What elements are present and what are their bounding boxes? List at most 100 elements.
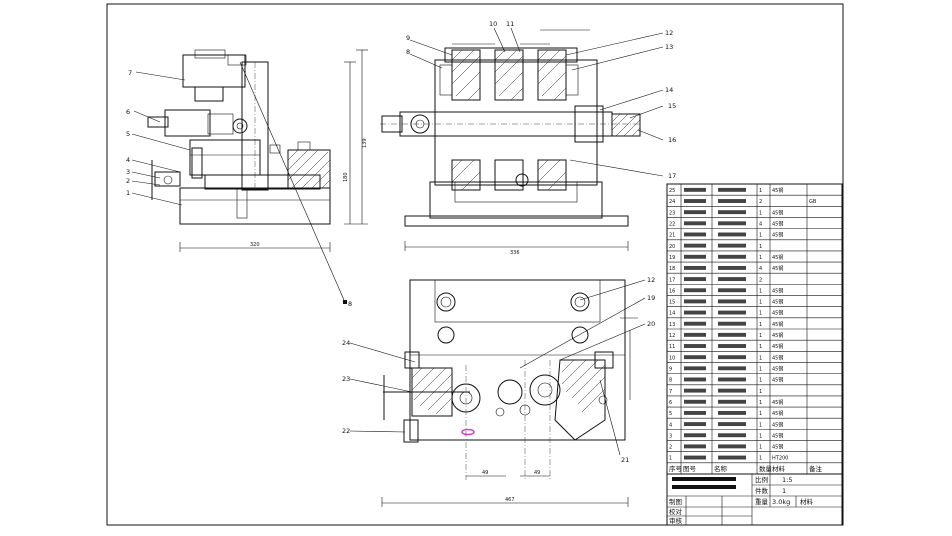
bom-cell: 3 xyxy=(669,433,672,439)
bom-cell: 1 xyxy=(759,244,762,250)
callout-24: 24 xyxy=(342,339,350,347)
bom-header-cell: 备注 xyxy=(809,464,823,473)
plan-view: 49 49 467 xyxy=(381,279,638,507)
bom-part-name xyxy=(718,455,746,460)
bom-cell: 1 xyxy=(759,333,762,339)
bom-part-name xyxy=(718,265,746,270)
bom-part-name xyxy=(718,221,746,226)
callout-11: 11 xyxy=(506,20,514,28)
bom-cell: 1 xyxy=(759,445,762,451)
bom-drawing-no xyxy=(684,444,706,449)
weight-value: 3.0kg xyxy=(772,498,790,506)
callout-3: 3 xyxy=(126,168,130,176)
bom-header-cell: 名称 xyxy=(714,464,728,473)
bom-part-name xyxy=(718,187,746,192)
bom-drawing-no xyxy=(684,422,706,427)
bom-cell: 1 xyxy=(759,422,762,428)
bom-cell: 45钢 xyxy=(772,343,783,350)
callout-13: 13 xyxy=(665,43,673,51)
bom-cell: 13 xyxy=(669,322,675,328)
bom-part-name xyxy=(718,344,746,348)
bom-cell: 45钢 xyxy=(772,299,783,306)
side-view: 320 180 139 xyxy=(147,49,368,252)
front-view: 336 xyxy=(380,29,641,256)
check-label: 校对 xyxy=(669,507,683,516)
bom-drawing-no xyxy=(684,399,706,404)
callout-19: 19 xyxy=(647,294,655,302)
bom-drawing-no xyxy=(684,366,706,371)
bom-cell: 1 xyxy=(759,400,762,406)
bom-cell: 1 xyxy=(759,233,762,239)
bom-cell: 45钢 xyxy=(772,432,783,439)
bom-cell: HT200 xyxy=(772,456,788,462)
bom-cell: 5 xyxy=(669,411,672,417)
bom-drawing-no xyxy=(684,299,706,304)
dim-plan-a: 49 xyxy=(482,470,488,476)
bom-part-name xyxy=(718,410,746,415)
approve-label: 审核 xyxy=(669,516,683,525)
callout-8: 8 xyxy=(348,300,352,308)
sheet-border xyxy=(106,3,844,526)
bom-drawing-no xyxy=(684,277,706,282)
bom-cell: 45钢 xyxy=(772,332,783,339)
bom-cell: 25 xyxy=(669,188,675,194)
bom-cell: 11 xyxy=(669,344,675,350)
bom-cell: 45钢 xyxy=(772,187,783,194)
bom-cell: 1 xyxy=(759,311,762,317)
bom-cell: 1 xyxy=(759,322,762,328)
callout-9: 9 xyxy=(406,34,410,42)
callout-22: 22 xyxy=(342,427,350,435)
bom-drawing-no xyxy=(684,187,706,192)
bom-cell: 1 xyxy=(759,210,762,216)
bom-drawing-no xyxy=(684,210,706,215)
bom-cell: 18 xyxy=(669,266,675,272)
bom-drawing-no xyxy=(684,254,706,259)
bom-part-name xyxy=(718,355,746,360)
callout-6: 6 xyxy=(126,108,130,116)
bom-part-name xyxy=(718,232,746,237)
bom-part-name xyxy=(718,199,746,203)
bom-cell: 45钢 xyxy=(772,410,783,417)
bom-cell: 1 xyxy=(759,255,762,261)
bom-cell: 45钢 xyxy=(772,209,783,216)
title-block: 比例 1:5 件数 1 重量 3.0kg 材料 制图 校对 审核 xyxy=(666,473,843,526)
bom-part-name xyxy=(718,243,746,248)
callout-16: 16 xyxy=(668,136,676,144)
bom-cell: 45钢 xyxy=(772,321,783,328)
bom-cell: 45钢 xyxy=(772,365,783,372)
dim-plan-width: 467 xyxy=(505,497,515,503)
bom-drawing-no xyxy=(684,344,706,348)
bom-cell: 8 xyxy=(669,378,672,384)
bom-cell: 6 xyxy=(669,400,672,406)
bom-cell: 45钢 xyxy=(772,220,783,227)
callout-23: 23 xyxy=(342,375,350,383)
bom-part-name xyxy=(718,332,746,337)
bom-cell: 45钢 xyxy=(772,354,783,361)
side-callouts: 7 6 5 4 3 2 1 8 xyxy=(126,61,352,308)
bom-drawing-no xyxy=(684,310,706,315)
callout-1: 1 xyxy=(126,189,130,197)
callout-14: 14 xyxy=(665,86,673,94)
bom-cell: 1 xyxy=(759,389,762,395)
bom-cell: 10 xyxy=(669,355,675,361)
bom-cell: 4 xyxy=(759,266,762,272)
weight-label: 重量 xyxy=(755,498,769,506)
bom-cell: 1 xyxy=(759,288,762,294)
bom-drawing-no xyxy=(684,199,706,203)
bom-cell: 45钢 xyxy=(772,399,783,406)
bom-header-cell: 序号 xyxy=(669,464,683,473)
bom-drawing-no xyxy=(684,265,706,270)
callout-8b: 8 xyxy=(406,48,410,56)
dim-main-width: 320 xyxy=(250,242,260,248)
dim-plan-b: 49 xyxy=(534,470,540,476)
bom-cell: 1 xyxy=(759,456,762,462)
bom-part-name xyxy=(718,277,746,282)
bom-cell: 21 xyxy=(669,233,675,239)
bom-cell: 20 xyxy=(669,244,675,250)
bom-cell: 4 xyxy=(759,221,762,227)
bom-cell: 1 xyxy=(759,300,762,306)
bom-part-name xyxy=(718,366,746,371)
bom-cell: 1 xyxy=(759,355,762,361)
bom-part-name xyxy=(718,433,746,438)
bom-part-name xyxy=(718,321,746,326)
